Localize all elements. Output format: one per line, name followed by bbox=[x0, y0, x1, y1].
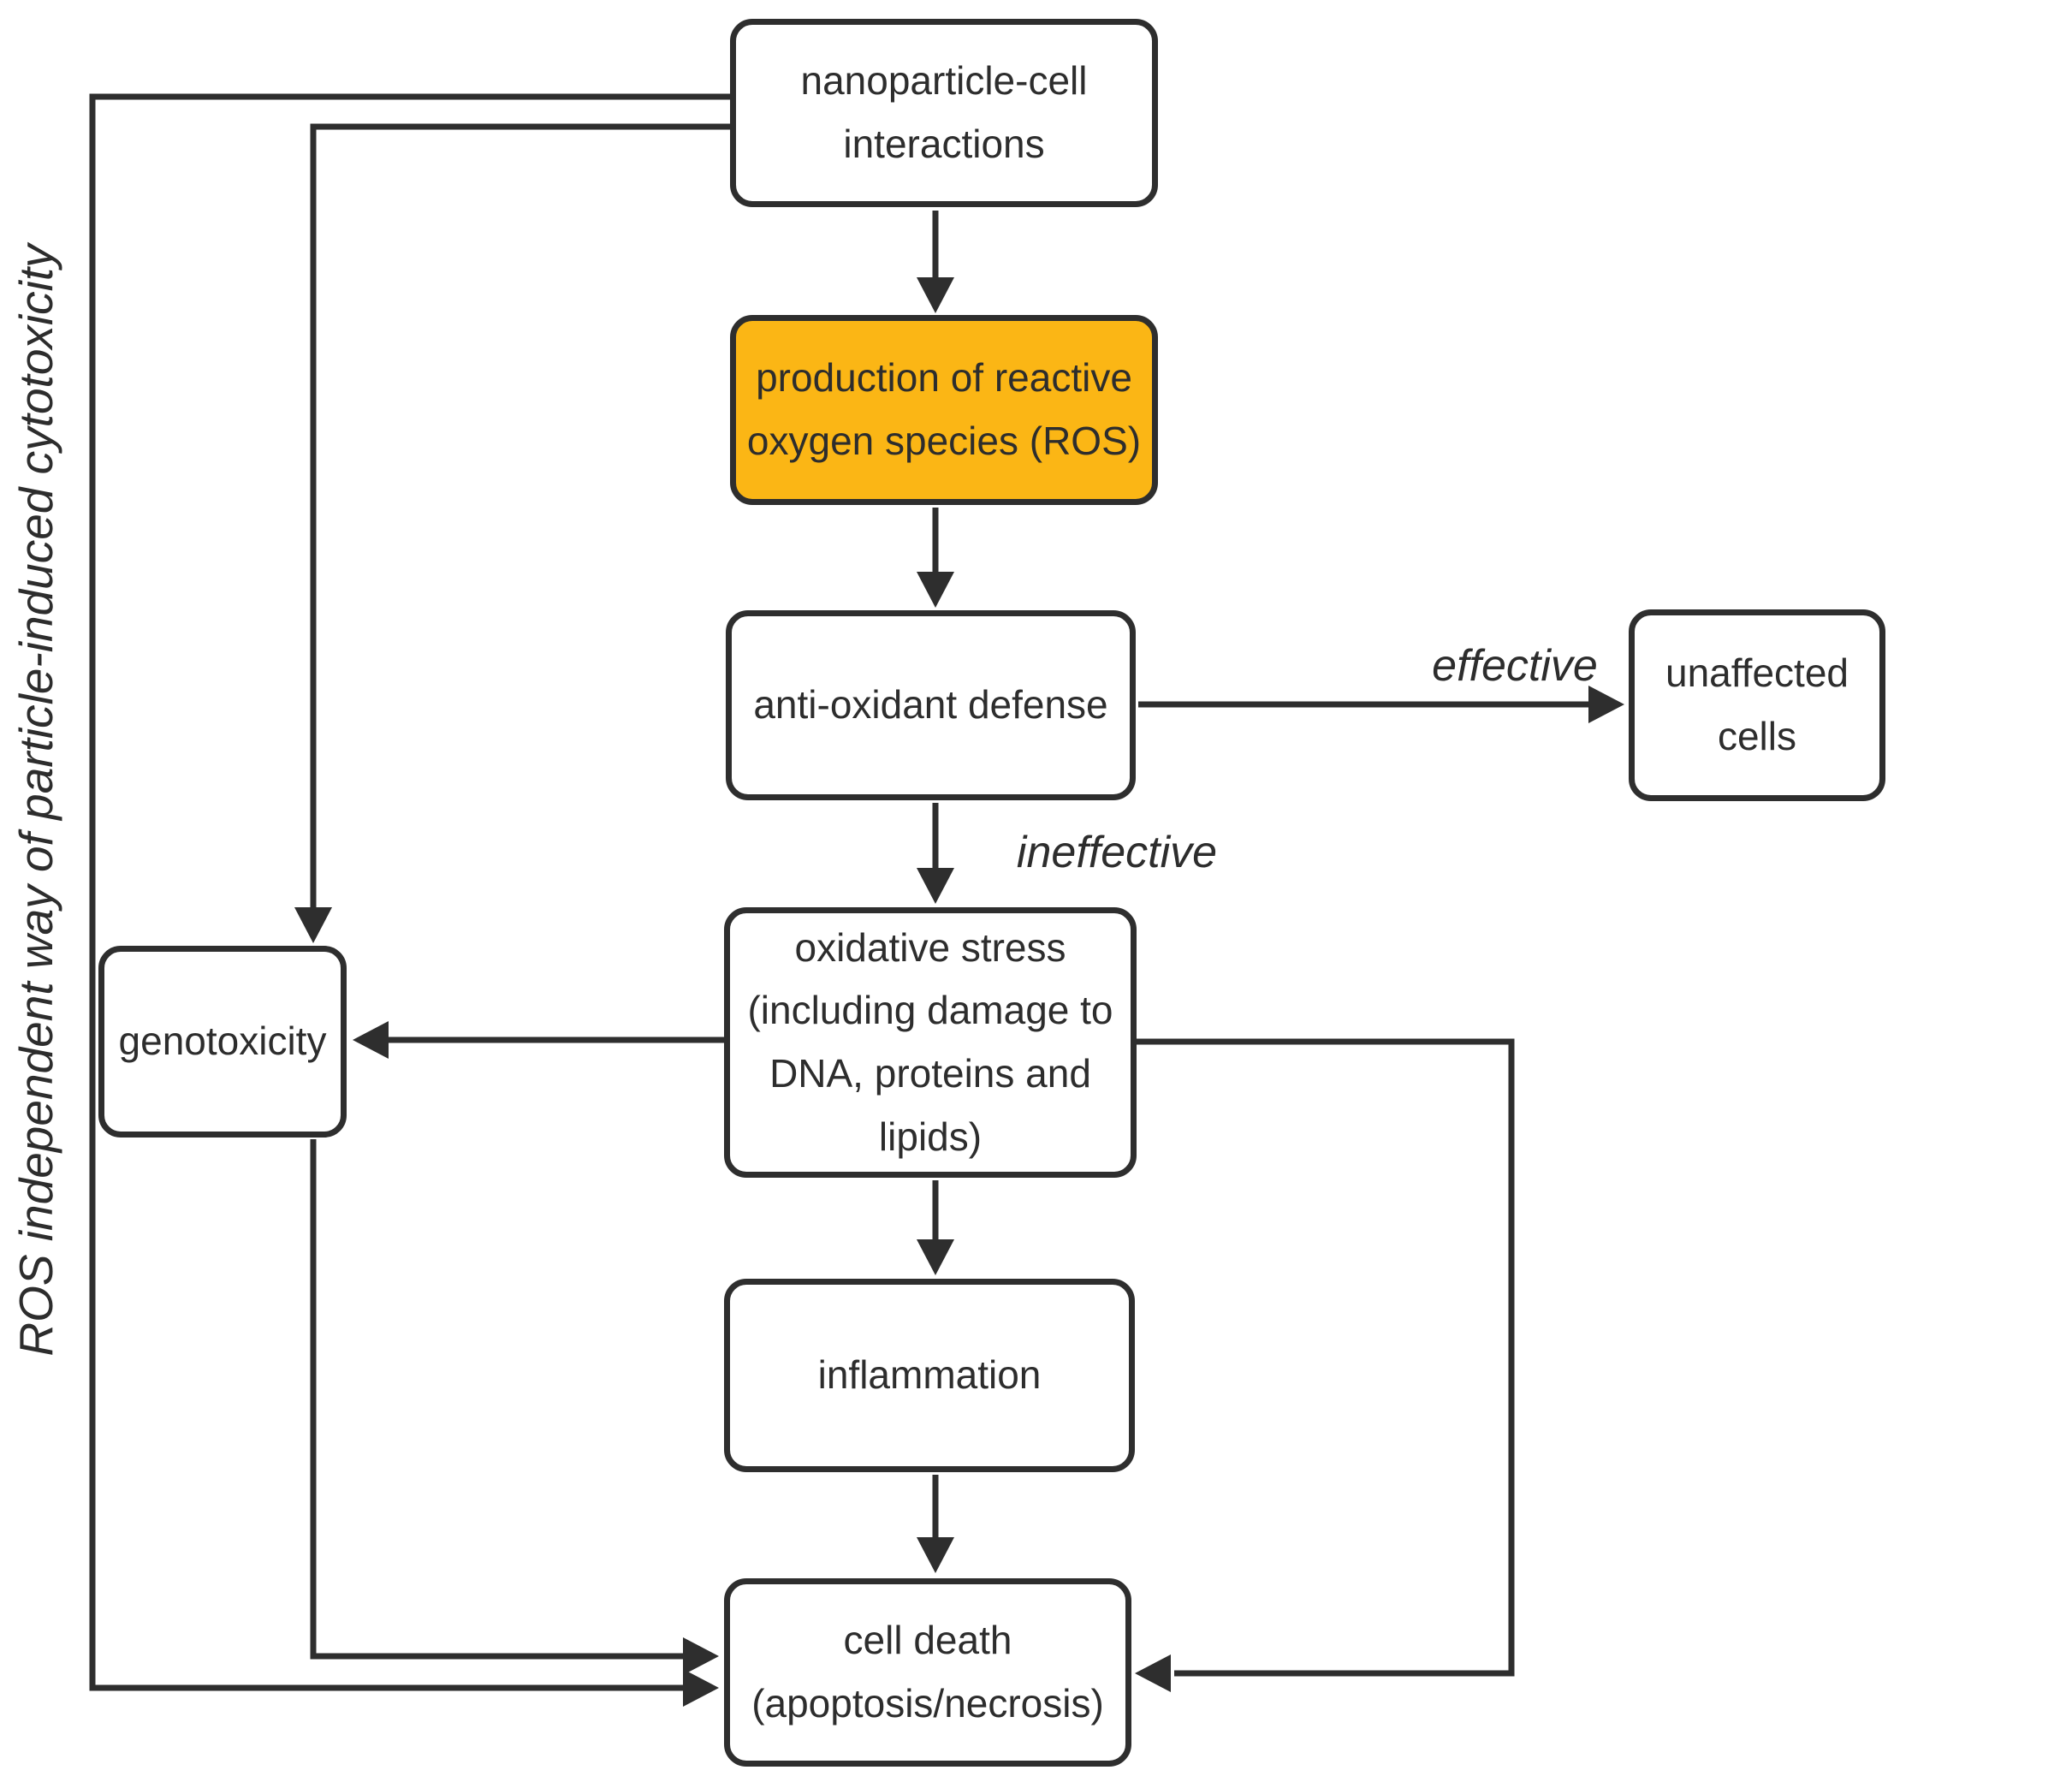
arrowhead-nanoparticle-to-ros bbox=[917, 277, 954, 313]
arrowhead-outer-bypass-into-cell-death bbox=[683, 1669, 719, 1707]
edge-inner-left-to-genotoxicity bbox=[310, 123, 730, 907]
arrowhead-antioxidant-to-oxidative-stress bbox=[917, 868, 954, 904]
node-label: genotoxicity bbox=[118, 1019, 327, 1064]
node-label: anti-oxidant defense bbox=[753, 682, 1108, 728]
node-antioxidant-defense: anti-oxidant defense bbox=[726, 610, 1136, 800]
arrowhead-genotoxicity-into-cell-death bbox=[683, 1637, 719, 1675]
edge-outer-left-bypass bbox=[89, 93, 730, 1691]
node-cell-death: cell death (apoptosis/necrosis) bbox=[724, 1578, 1131, 1767]
node-label: unaffected cells bbox=[1665, 650, 1849, 758]
node-inflammation: inflammation bbox=[724, 1279, 1135, 1472]
node-label: inflammation bbox=[817, 1352, 1042, 1398]
node-oxidative-stress: oxidative stress (including damage to DN… bbox=[724, 907, 1137, 1178]
label-effective: effective bbox=[1432, 641, 1598, 691]
node-label: cell death (apoptosis/necrosis) bbox=[751, 1618, 1104, 1726]
arrowhead-oxidative-stress-to-inflammation bbox=[917, 1239, 954, 1275]
node-label: production of reactive oxygen species (R… bbox=[746, 355, 1142, 463]
node-ros-production: production of reactive oxygen species (R… bbox=[730, 315, 1158, 505]
node-label: nanoparticle-cell interactions bbox=[800, 58, 1088, 166]
edge-genotoxicity-to-cell-death bbox=[310, 1139, 683, 1660]
node-label: oxidative stress (including damage to DN… bbox=[747, 924, 1113, 1159]
arrowhead-oxidative-stress-to-genotoxicity bbox=[353, 1021, 389, 1059]
edge-oxidative-right-loop bbox=[1137, 1038, 1515, 1677]
node-unaffected-cells: unaffected cells bbox=[1629, 609, 1885, 801]
node-genotoxicity: genotoxicity bbox=[98, 946, 347, 1138]
arrowhead-into-genotoxicity-top bbox=[294, 907, 332, 943]
label-ros-independent-pathway: ROS independent way of particle-induced … bbox=[9, 244, 62, 1357]
arrowhead-right-loop-into-cell-death bbox=[1135, 1654, 1171, 1692]
arrowhead-ros-to-antioxidant bbox=[917, 572, 954, 608]
label-ineffective: ineffective bbox=[1016, 828, 1218, 877]
node-nanoparticle-cell-interactions: nanoparticle-cell interactions bbox=[730, 19, 1158, 207]
arrowhead-inflammation-to-cell-death bbox=[917, 1537, 954, 1573]
arrowhead-effective-to-unaffected-cells bbox=[1588, 686, 1624, 723]
